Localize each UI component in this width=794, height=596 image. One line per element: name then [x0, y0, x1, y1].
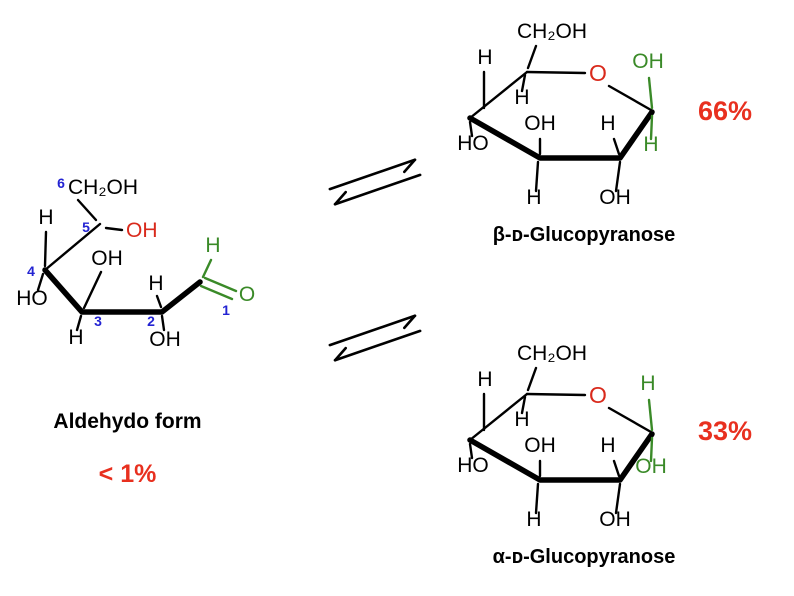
aldehydo-percent: < 1% [98, 460, 157, 488]
ring-oxygen-label: O [589, 382, 607, 408]
c2-number: 2 [147, 313, 155, 329]
substituent-bonds [468, 70, 654, 193]
beta-percent: 66% [698, 96, 753, 126]
harpoon-pair [328, 314, 422, 362]
c3-oh-label: OH [91, 247, 123, 270]
alpha-glucopyranose-structure: CH₂OH O H H H OH H HO OH H OH [457, 342, 667, 531]
c2-oh-label: OH [599, 508, 631, 531]
c2-h-label: H [148, 272, 163, 295]
harpoon-pair [328, 158, 422, 206]
c3-h-label: H [68, 326, 83, 349]
aldehydo-skeleton-bonds [36, 198, 203, 332]
c3-h-label: H [526, 186, 541, 209]
alpha-percent: 33% [698, 416, 753, 446]
c3-oh-label: OH [524, 434, 556, 457]
ch2oh-label: CH₂OH [517, 20, 587, 43]
aldehydo-structure: 6 CH₂OH H 5 OH 4 OH HO 3 H H 2 OH H O 1 [16, 175, 255, 351]
c2-oh-label: OH [149, 328, 181, 351]
anomeric-up-label: OH [632, 50, 664, 73]
anomeric-down-label: H [643, 133, 658, 156]
c2-h-label: H [600, 112, 615, 135]
anomeric-up-label: H [640, 372, 655, 395]
c3-h-label: H [526, 508, 541, 531]
ring-bonds [467, 366, 655, 483]
beta-glucopyranose-structure: CH₂OH O OH H H OH H HO H H OH [457, 20, 664, 209]
ring-oxygen-label: O [589, 60, 607, 86]
c6-number: 6 [57, 175, 65, 191]
alpha-name-label: α-ᴅ-Glucopyranose [492, 546, 676, 568]
equilibrium-arrow-top [328, 158, 422, 206]
c1-number: 1 [222, 302, 230, 318]
c4-h-label: H [477, 368, 492, 391]
c4-ho-label: HO [457, 132, 489, 155]
ch2oh-label: CH₂OH [517, 342, 587, 365]
ring-bonds [467, 44, 655, 161]
c2-oh-label: OH [599, 186, 631, 209]
aldehyde-group-bonds [199, 258, 238, 301]
c5-oh-label: OH [126, 219, 158, 242]
c4-h-label: H [477, 46, 492, 69]
c5-h-label: H [514, 408, 529, 431]
beta-name-label: β-ᴅ-Glucopyranose [492, 224, 676, 246]
c4-h-label: H [38, 206, 53, 229]
c4-number: 4 [27, 263, 35, 279]
c4-ho-label: HO [16, 287, 48, 310]
c4-ho-label: HO [457, 454, 489, 477]
c1-h-label: H [205, 234, 220, 257]
equilibrium-arrow-bottom [328, 314, 422, 362]
c3-oh-label: OH [524, 112, 556, 135]
aldehydo-form-label: Aldehydo form [53, 410, 202, 433]
c6-ch2oh-label: CH₂OH [68, 176, 138, 199]
c5-h-label: H [514, 86, 529, 109]
anomeric-down-label: OH [635, 455, 667, 478]
c1-carbonyl-o-label: O [239, 283, 255, 306]
c2-h-label: H [600, 434, 615, 457]
substituent-bonds [468, 392, 654, 515]
c3-number: 3 [94, 313, 102, 329]
c5-number: 5 [82, 219, 90, 235]
